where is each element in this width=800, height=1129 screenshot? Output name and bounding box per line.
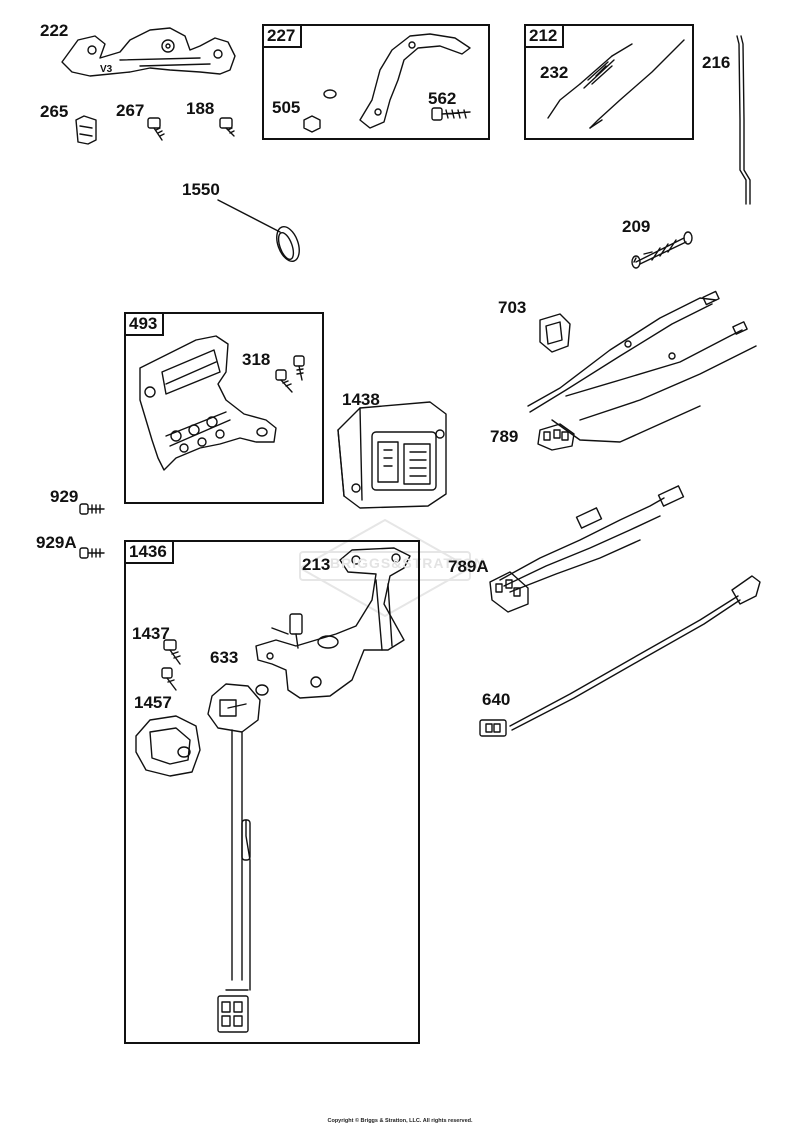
group-1436-box: 1436 — [124, 540, 420, 1044]
part-633-washer[interactable] — [255, 684, 269, 696]
part-stamp-text: V3 — [100, 64, 113, 75]
callout-562: 562 — [428, 89, 457, 108]
callout-1437: 1437 — [132, 624, 170, 643]
part-703-grommet[interactable] — [539, 313, 571, 353]
group-212-label: 212 — [526, 26, 565, 48]
part-1550-pin[interactable] — [217, 199, 304, 264]
callout-265: 265 — [40, 102, 69, 121]
part-1437-screws[interactable] — [161, 639, 181, 691]
group-227-box: 227 — [262, 24, 490, 140]
callout-267: 267 — [116, 101, 145, 120]
callout-789a: 789A — [448, 557, 489, 576]
part-227-bracket[interactable] — [359, 33, 471, 129]
part-1457-cover[interactable] — [135, 715, 201, 777]
callout-505: 505 — [272, 98, 301, 117]
part-318-screws[interactable] — [275, 355, 305, 393]
callout-232: 232 — [540, 63, 569, 82]
callout-929: 929 — [50, 487, 79, 506]
callout-1438: 1438 — [342, 390, 380, 409]
callout-213: 213 — [302, 555, 331, 574]
callout-222: 222 — [40, 21, 69, 40]
callout-188: 188 — [186, 99, 215, 118]
watermark-logo — [299, 519, 471, 617]
part-213-bracket[interactable] — [255, 547, 411, 699]
part-232-spring[interactable] — [547, 43, 633, 119]
group-493-label: 493 — [126, 314, 165, 336]
callout-209: 209 — [622, 217, 651, 236]
part-562-bolt[interactable] — [431, 107, 471, 121]
callout-640: 640 — [482, 690, 511, 709]
part-267-screw[interactable] — [147, 117, 165, 141]
callout-703: 703 — [498, 298, 527, 317]
copyright-notice: Copyright © Briggs & Stratton, LLC. All … — [327, 1118, 473, 1124]
part-929a-screw[interactable] — [79, 547, 105, 559]
part-505-washer-nut[interactable] — [303, 89, 337, 133]
part-small-switch[interactable] — [271, 613, 303, 649]
part-216-rod[interactable] — [736, 35, 751, 205]
callout-1550: 1550 — [182, 180, 220, 199]
part-640-lead-wire[interactable] — [479, 575, 761, 737]
part-209-spring[interactable] — [631, 231, 693, 269]
callout-1457: 1457 — [134, 693, 172, 712]
part-929-screw[interactable] — [79, 503, 105, 515]
callout-318: 318 — [242, 350, 271, 369]
group-227-label: 227 — [264, 26, 303, 48]
callout-216: 216 — [702, 53, 731, 72]
group-212-box: 212 — [524, 24, 694, 140]
callout-929a: 929A — [36, 533, 77, 552]
watermark-text: BRIGGS&STRATTON — [330, 555, 486, 571]
part-188-screw[interactable] — [219, 117, 235, 137]
part-789-wire-harness[interactable] — [527, 290, 757, 451]
part-222-control-bracket[interactable] — [61, 27, 236, 77]
group-493-box: 493 — [124, 312, 324, 504]
part-265-clip[interactable] — [75, 115, 97, 145]
callout-789: 789 — [490, 427, 519, 446]
part-212-link-rod[interactable] — [589, 39, 685, 129]
part-sensor-harness[interactable] — [207, 683, 261, 1033]
part-789a-wire-harness[interactable] — [489, 485, 685, 613]
callout-633: 633 — [210, 648, 239, 667]
group-1436-label: 1436 — [126, 542, 174, 564]
part-493-bracket[interactable] — [139, 335, 277, 471]
part-1438-module[interactable] — [337, 401, 447, 509]
